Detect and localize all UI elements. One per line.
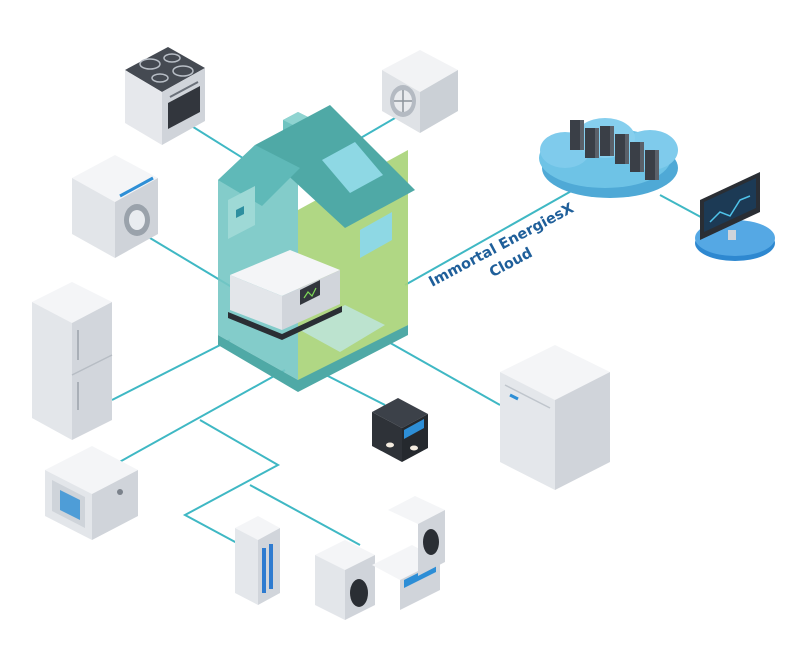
- refrigerator-icon: [32, 282, 113, 440]
- monitor-icon: [695, 172, 775, 261]
- connector-lines: [104, 117, 711, 551]
- house-icon: [218, 105, 415, 392]
- stove-icon: [125, 47, 205, 145]
- dishwasher-icon: [500, 345, 610, 490]
- connector-cloud: [404, 184, 583, 286]
- coffee-machine-icon: [372, 398, 428, 462]
- ac-unit-icon: [382, 50, 458, 133]
- stereo-icon: [315, 496, 445, 620]
- server-cloud-icon: [539, 118, 678, 198]
- connector-appliance-bus: [104, 369, 286, 471]
- generator-icon: [228, 250, 342, 340]
- connector-fridge: [111, 339, 231, 401]
- connector-dishwasher: [384, 339, 501, 406]
- connector-bus-purifier: [182, 419, 281, 551]
- air-purifier-icon: [235, 516, 280, 605]
- microwave-icon: [45, 446, 138, 540]
- connector-bus-stereo: [249, 484, 361, 546]
- connector-coffee: [319, 371, 386, 406]
- cloud-label: Immortal EnergiesX Cloud: [426, 201, 576, 291]
- washing-machine-icon: [72, 155, 158, 258]
